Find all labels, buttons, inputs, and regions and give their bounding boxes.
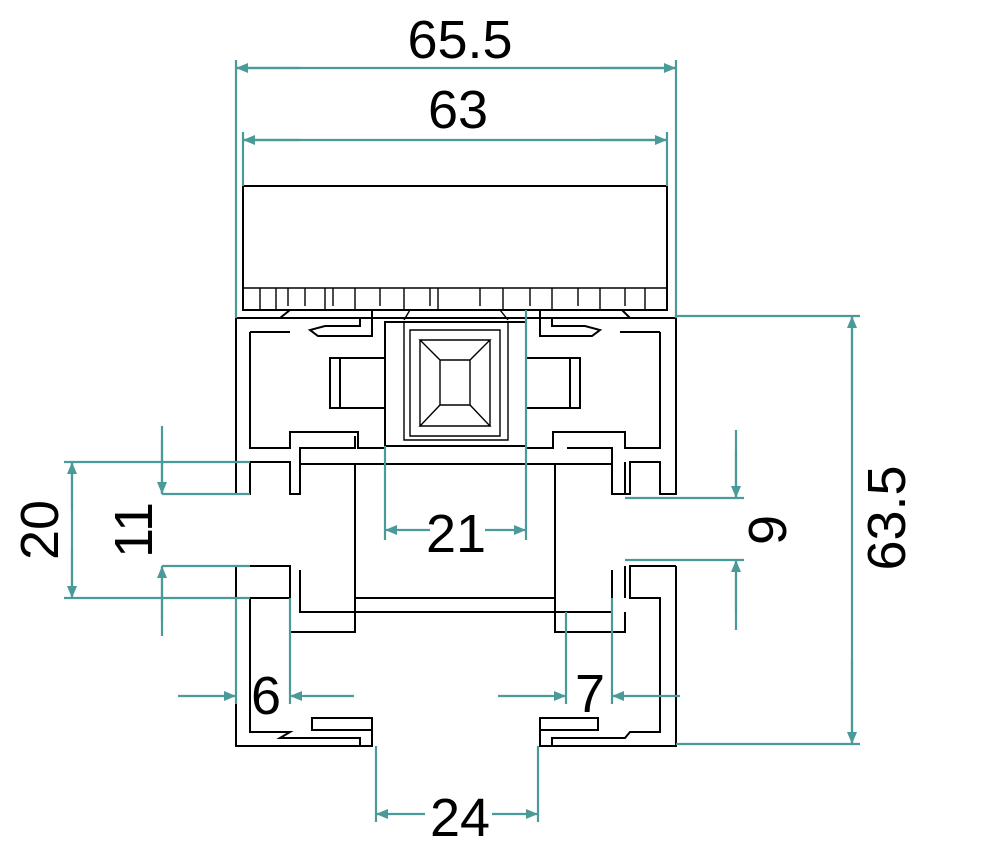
break-lugs <box>329 357 581 409</box>
label-groove-right: 9 <box>738 515 798 545</box>
label-groove-left: 11 <box>104 502 164 558</box>
upper-chamber <box>249 331 661 449</box>
label-thermal-break: 21 <box>426 504 486 564</box>
label-lip-right: 7 <box>575 664 605 724</box>
dimension-labels: 65.5 63 63.5 20 11 9 21 6 7 24 <box>10 10 917 844</box>
label-overall-width: 65.5 <box>407 10 512 70</box>
cap-teeth <box>243 287 667 310</box>
label-lip-left: 6 <box>251 666 281 726</box>
profile-outline <box>235 185 677 747</box>
outer-body <box>235 317 677 495</box>
cap-strip <box>242 185 668 311</box>
label-bottom-slot: 24 <box>430 788 490 844</box>
thermal-break-inner <box>403 309 509 441</box>
cap-hooks <box>279 309 631 337</box>
label-overall-height: 63.5 <box>857 465 917 570</box>
label-cap-width: 63 <box>428 80 488 140</box>
right-lower-body <box>539 565 677 747</box>
groove-lips <box>289 462 626 598</box>
label-chamber-height: 20 <box>10 500 70 560</box>
dimension-lines <box>64 60 860 822</box>
